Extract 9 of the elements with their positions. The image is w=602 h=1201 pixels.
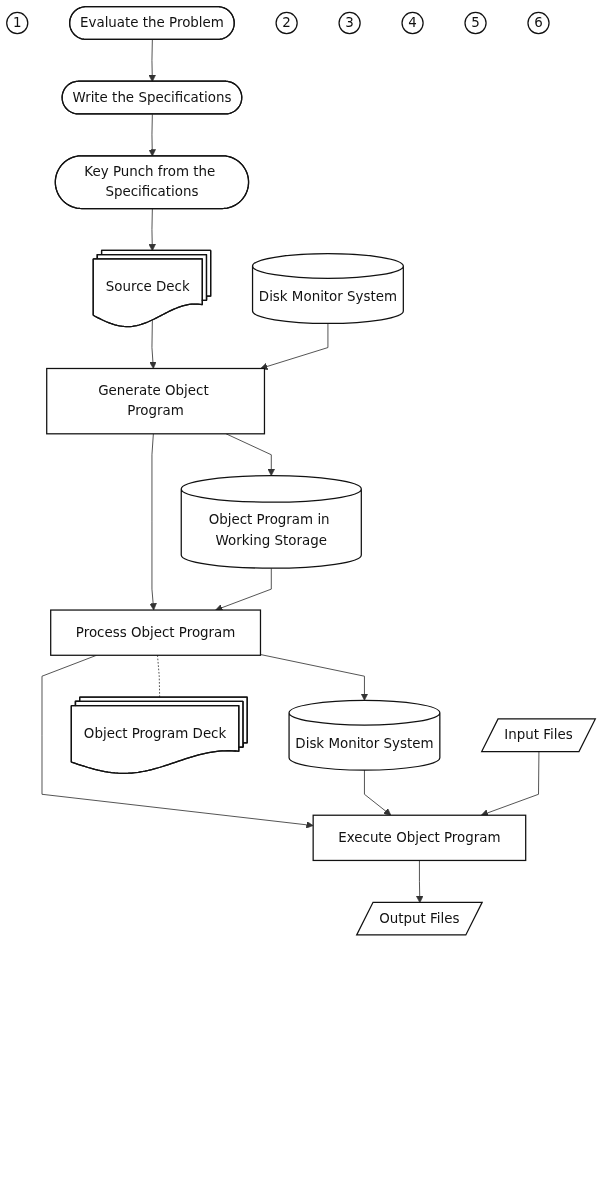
node-circle: 5 — [464, 11, 487, 35]
node-circle: 2 — [275, 11, 298, 35]
node-circle: 6 — [527, 11, 550, 35]
node-circle: 4 — [401, 11, 424, 35]
node-box: Generate Object Program — [46, 367, 266, 435]
node-circle: 3 — [338, 11, 361, 35]
node-box: Process Object Program — [50, 609, 262, 656]
node-circle: 1 — [6, 11, 29, 35]
node-box: Execute Object Program — [312, 814, 527, 862]
